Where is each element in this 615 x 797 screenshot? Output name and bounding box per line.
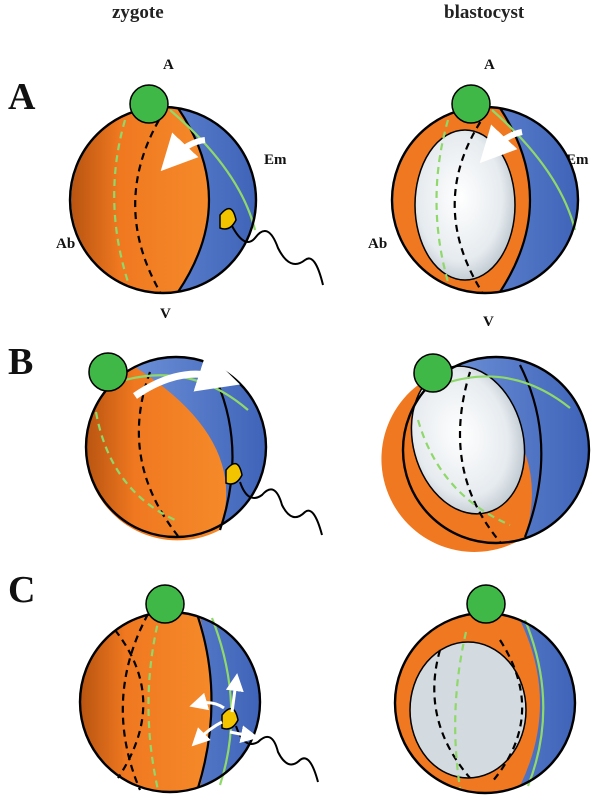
blastocyst-a	[392, 85, 578, 293]
polar-body	[130, 85, 168, 123]
polar-body	[467, 585, 505, 623]
blastocyst-c	[395, 585, 575, 793]
zygote-c	[80, 585, 318, 792]
sphere-abembryonic-half	[80, 612, 211, 792]
polar-body	[89, 353, 127, 391]
polar-body	[414, 354, 452, 392]
blastocyst-b	[381, 353, 589, 552]
zygote-b	[86, 353, 322, 540]
zygote-a	[70, 85, 323, 293]
polar-body	[452, 85, 490, 123]
polar-body	[146, 585, 184, 623]
sphere-abembryonic-half	[71, 107, 209, 293]
blastocoel-cavity	[415, 130, 515, 280]
